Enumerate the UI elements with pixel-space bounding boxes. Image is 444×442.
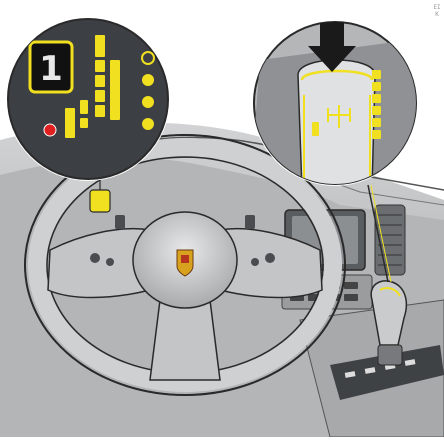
instrument-callout: 1 [6,17,170,181]
brand-crest-icon [177,250,193,276]
gear-digit-display: 1 [39,49,63,89]
edge-mark: ΕΙΚ [432,4,442,18]
warning-light-icon [44,124,56,136]
